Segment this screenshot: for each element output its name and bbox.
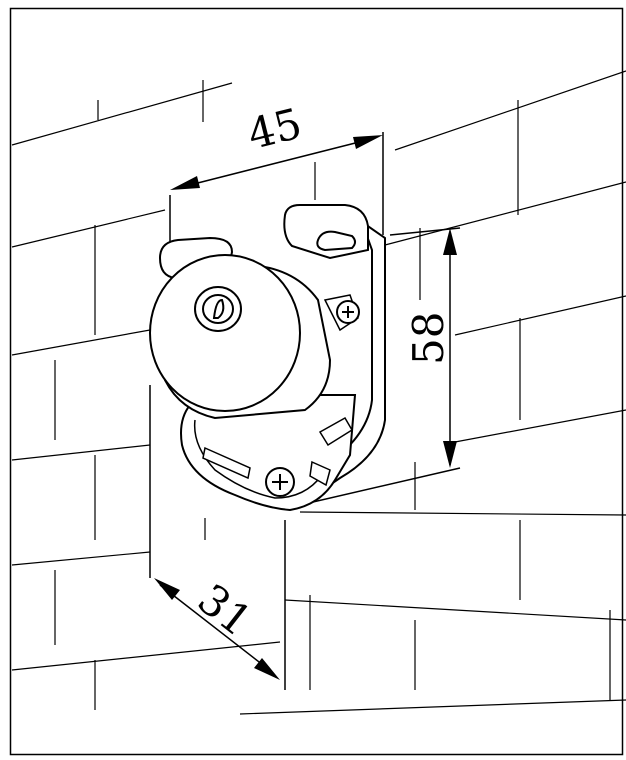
depth-dimension-label: 31: [189, 574, 261, 646]
screw-icon: [336, 300, 360, 324]
mounting-bracket: [158, 204, 386, 512]
screw-icon: [265, 467, 295, 497]
drawing-border: [9, 7, 624, 756]
width-dimension-label: 45: [243, 99, 307, 159]
height-dimension: [299, 227, 461, 506]
depth-dimension: [149, 385, 286, 690]
width-dimension: [169, 132, 384, 245]
lock-cylinder: [149, 254, 332, 420]
brick-wall: [11, 70, 626, 715]
height-dimension-label: 58: [404, 312, 453, 365]
